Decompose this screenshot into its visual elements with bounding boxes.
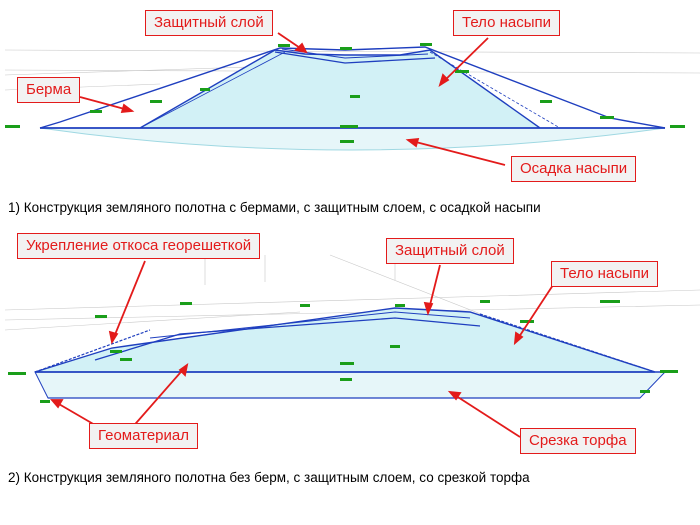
protective-layer-line-4 xyxy=(149,311,471,339)
berm-inner-line-right xyxy=(429,51,561,129)
protective-layer-line-3 xyxy=(94,317,481,361)
caption-2: 2) Конструкция земляного полотна без бер… xyxy=(8,470,530,485)
section-1-berm-construction: Защитный слой Тело насыпи Берма Осадка н… xyxy=(0,0,700,230)
section-2-peat-cut-construction: Укрепление откоса георешеткой Защитный с… xyxy=(0,230,700,525)
protective-layer-line-1 xyxy=(274,51,436,64)
settlement-lens xyxy=(39,127,666,151)
annotation-marks-2 xyxy=(8,300,678,403)
geogrid-slope-right xyxy=(479,313,656,373)
peat-cut-region xyxy=(34,371,667,399)
geogrid-slope-left xyxy=(34,329,151,373)
embankment-body-1 xyxy=(40,49,665,129)
annotation-marks-1 xyxy=(5,43,685,143)
callout-settlement: Осадка насыпи xyxy=(511,156,637,182)
caption-1: 1) Конструкция земляного полотна с берма… xyxy=(8,200,541,215)
callout-slope-geogrid: Укрепление откоса георешеткой xyxy=(17,233,261,259)
callout-embankment-body-2: Тело насыпи xyxy=(551,261,659,287)
callout-protective-layer-2: Защитный слой xyxy=(386,238,514,264)
callout-embankment-body-1: Тело насыпи xyxy=(453,10,561,36)
cross-section-drawing-2 xyxy=(4,254,700,438)
callout-protective-layer-1: Защитный слой xyxy=(145,10,273,36)
callout-peat-cut: Срезка торфа xyxy=(520,428,636,454)
berm-inner-line-left xyxy=(139,51,286,129)
callout-berm: Берма xyxy=(17,77,81,103)
callout-arrows-1 xyxy=(79,32,506,166)
cross-section-drawing-1 xyxy=(4,32,700,166)
callout-geomaterial: Геоматериал xyxy=(89,423,198,449)
callout-arrows-2 xyxy=(50,260,556,438)
